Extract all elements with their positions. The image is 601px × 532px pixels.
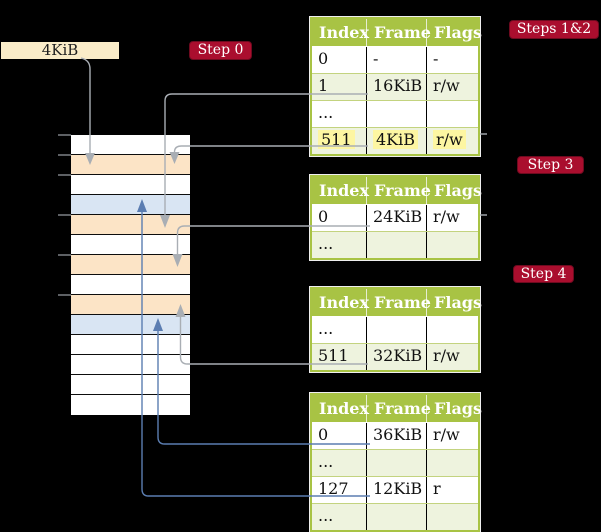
column-header-flags: Flags <box>434 293 482 312</box>
frame-cell: 36KiB <box>367 423 427 449</box>
flags-cell: r/w <box>433 207 460 226</box>
column-header-flags: Flags <box>434 23 482 42</box>
column-header-flags: Flags <box>434 181 482 200</box>
column-header-index: Index <box>312 395 369 422</box>
memory-frame-free <box>71 375 190 395</box>
flags-cell: r/w <box>433 76 460 95</box>
flags-cell <box>427 450 478 476</box>
flags-cell: r/w <box>433 425 460 444</box>
flags-cell <box>427 232 478 258</box>
index-cell: ... <box>312 450 367 476</box>
memory-frame-mapped-page <box>71 195 190 215</box>
frame-cell <box>367 232 427 258</box>
flags-cell: r/w <box>433 346 460 365</box>
memory-frame-page-table <box>71 255 190 275</box>
frame-cell: 24KiB <box>367 205 427 231</box>
table-row: ... <box>312 316 478 343</box>
index-cell: 511 <box>312 344 367 370</box>
column-header-frame: Frame <box>367 395 431 422</box>
table-row: ... <box>312 100 478 127</box>
memory-frame-free <box>71 235 190 255</box>
table-row: ... <box>312 449 478 476</box>
index-cell: 0 <box>312 47 367 73</box>
highlighted-value: 4KiB <box>373 130 419 149</box>
badge-step-4: Step 4 <box>513 265 574 283</box>
table-row: 0-- <box>312 46 478 73</box>
badge-step-0: Step 0 <box>189 41 252 60</box>
frame-cell: 4KiB <box>367 128 427 154</box>
badge-step-3-label: Step 3 <box>527 157 574 173</box>
flags-cell <box>427 317 478 343</box>
frame-cell <box>367 504 427 530</box>
flags-cell: r/w <box>427 128 478 154</box>
flags-cell: r <box>433 479 441 498</box>
frame-cell <box>367 450 427 476</box>
frame-cell <box>367 101 427 127</box>
flags-cell: - <box>433 49 439 68</box>
memory-frame-free <box>71 395 190 415</box>
memory-frame-mapped-page <box>71 315 190 335</box>
table-row: 511 4KiB r/w <box>312 127 478 154</box>
index-cell: ... <box>312 504 367 530</box>
frame-size-box: 4KiB <box>1 42 119 59</box>
column-header-index: Index <box>312 289 369 316</box>
index-cell: ... <box>312 232 367 258</box>
memory-frame-free <box>71 135 190 155</box>
frame-cell: 12KiB <box>367 477 427 503</box>
frame-cell: - <box>367 47 427 73</box>
badge-step-0-label: Step 0 <box>197 42 244 58</box>
column-header-index: Index <box>312 19 369 46</box>
memory-frame-page-table <box>71 155 190 175</box>
flags-cell <box>427 504 478 530</box>
memory-frame-free <box>71 275 190 295</box>
index-cell: 511 <box>312 128 367 154</box>
index-cell: 0 <box>312 205 367 231</box>
index-cell: ... <box>312 317 367 343</box>
memory-address-ticks <box>58 134 71 296</box>
table-row: ... <box>312 503 478 530</box>
frame-cell <box>367 317 427 343</box>
physical-memory-stack <box>71 135 190 415</box>
badge-steps-1-2-label: Steps 1&2 <box>516 21 592 37</box>
index-cell: 0 <box>312 423 367 449</box>
index-cell: ... <box>312 101 367 127</box>
index-cell: 127 <box>312 477 367 503</box>
badge-steps-1-2: Steps 1&2 <box>509 20 599 39</box>
memory-frame-free <box>71 355 190 375</box>
highlighted-value: r/w <box>433 130 466 149</box>
memory-frame-free <box>71 175 190 195</box>
highlighted-value: 511 <box>318 130 355 149</box>
flags-cell <box>427 101 478 127</box>
frame-cell: 16KiB <box>367 74 427 100</box>
memory-frame-free <box>71 335 190 355</box>
column-header-flags: Flags <box>434 399 482 418</box>
column-header-frame: Frame <box>367 19 431 46</box>
index-cell: 1 <box>312 74 367 100</box>
memory-frame-page-table <box>71 295 190 315</box>
frame-size-label: 4KiB <box>41 41 79 59</box>
column-header-frame: Frame <box>367 177 431 204</box>
frame-cell: 32KiB <box>367 344 427 370</box>
memory-frame-page-table <box>71 215 190 235</box>
badge-step-4-label: Step 4 <box>520 266 567 282</box>
badge-step-3: Step 3 <box>517 156 584 174</box>
column-header-index: Index <box>312 177 369 204</box>
table-row: ... <box>312 231 478 258</box>
column-header-frame: Frame <box>367 289 431 316</box>
